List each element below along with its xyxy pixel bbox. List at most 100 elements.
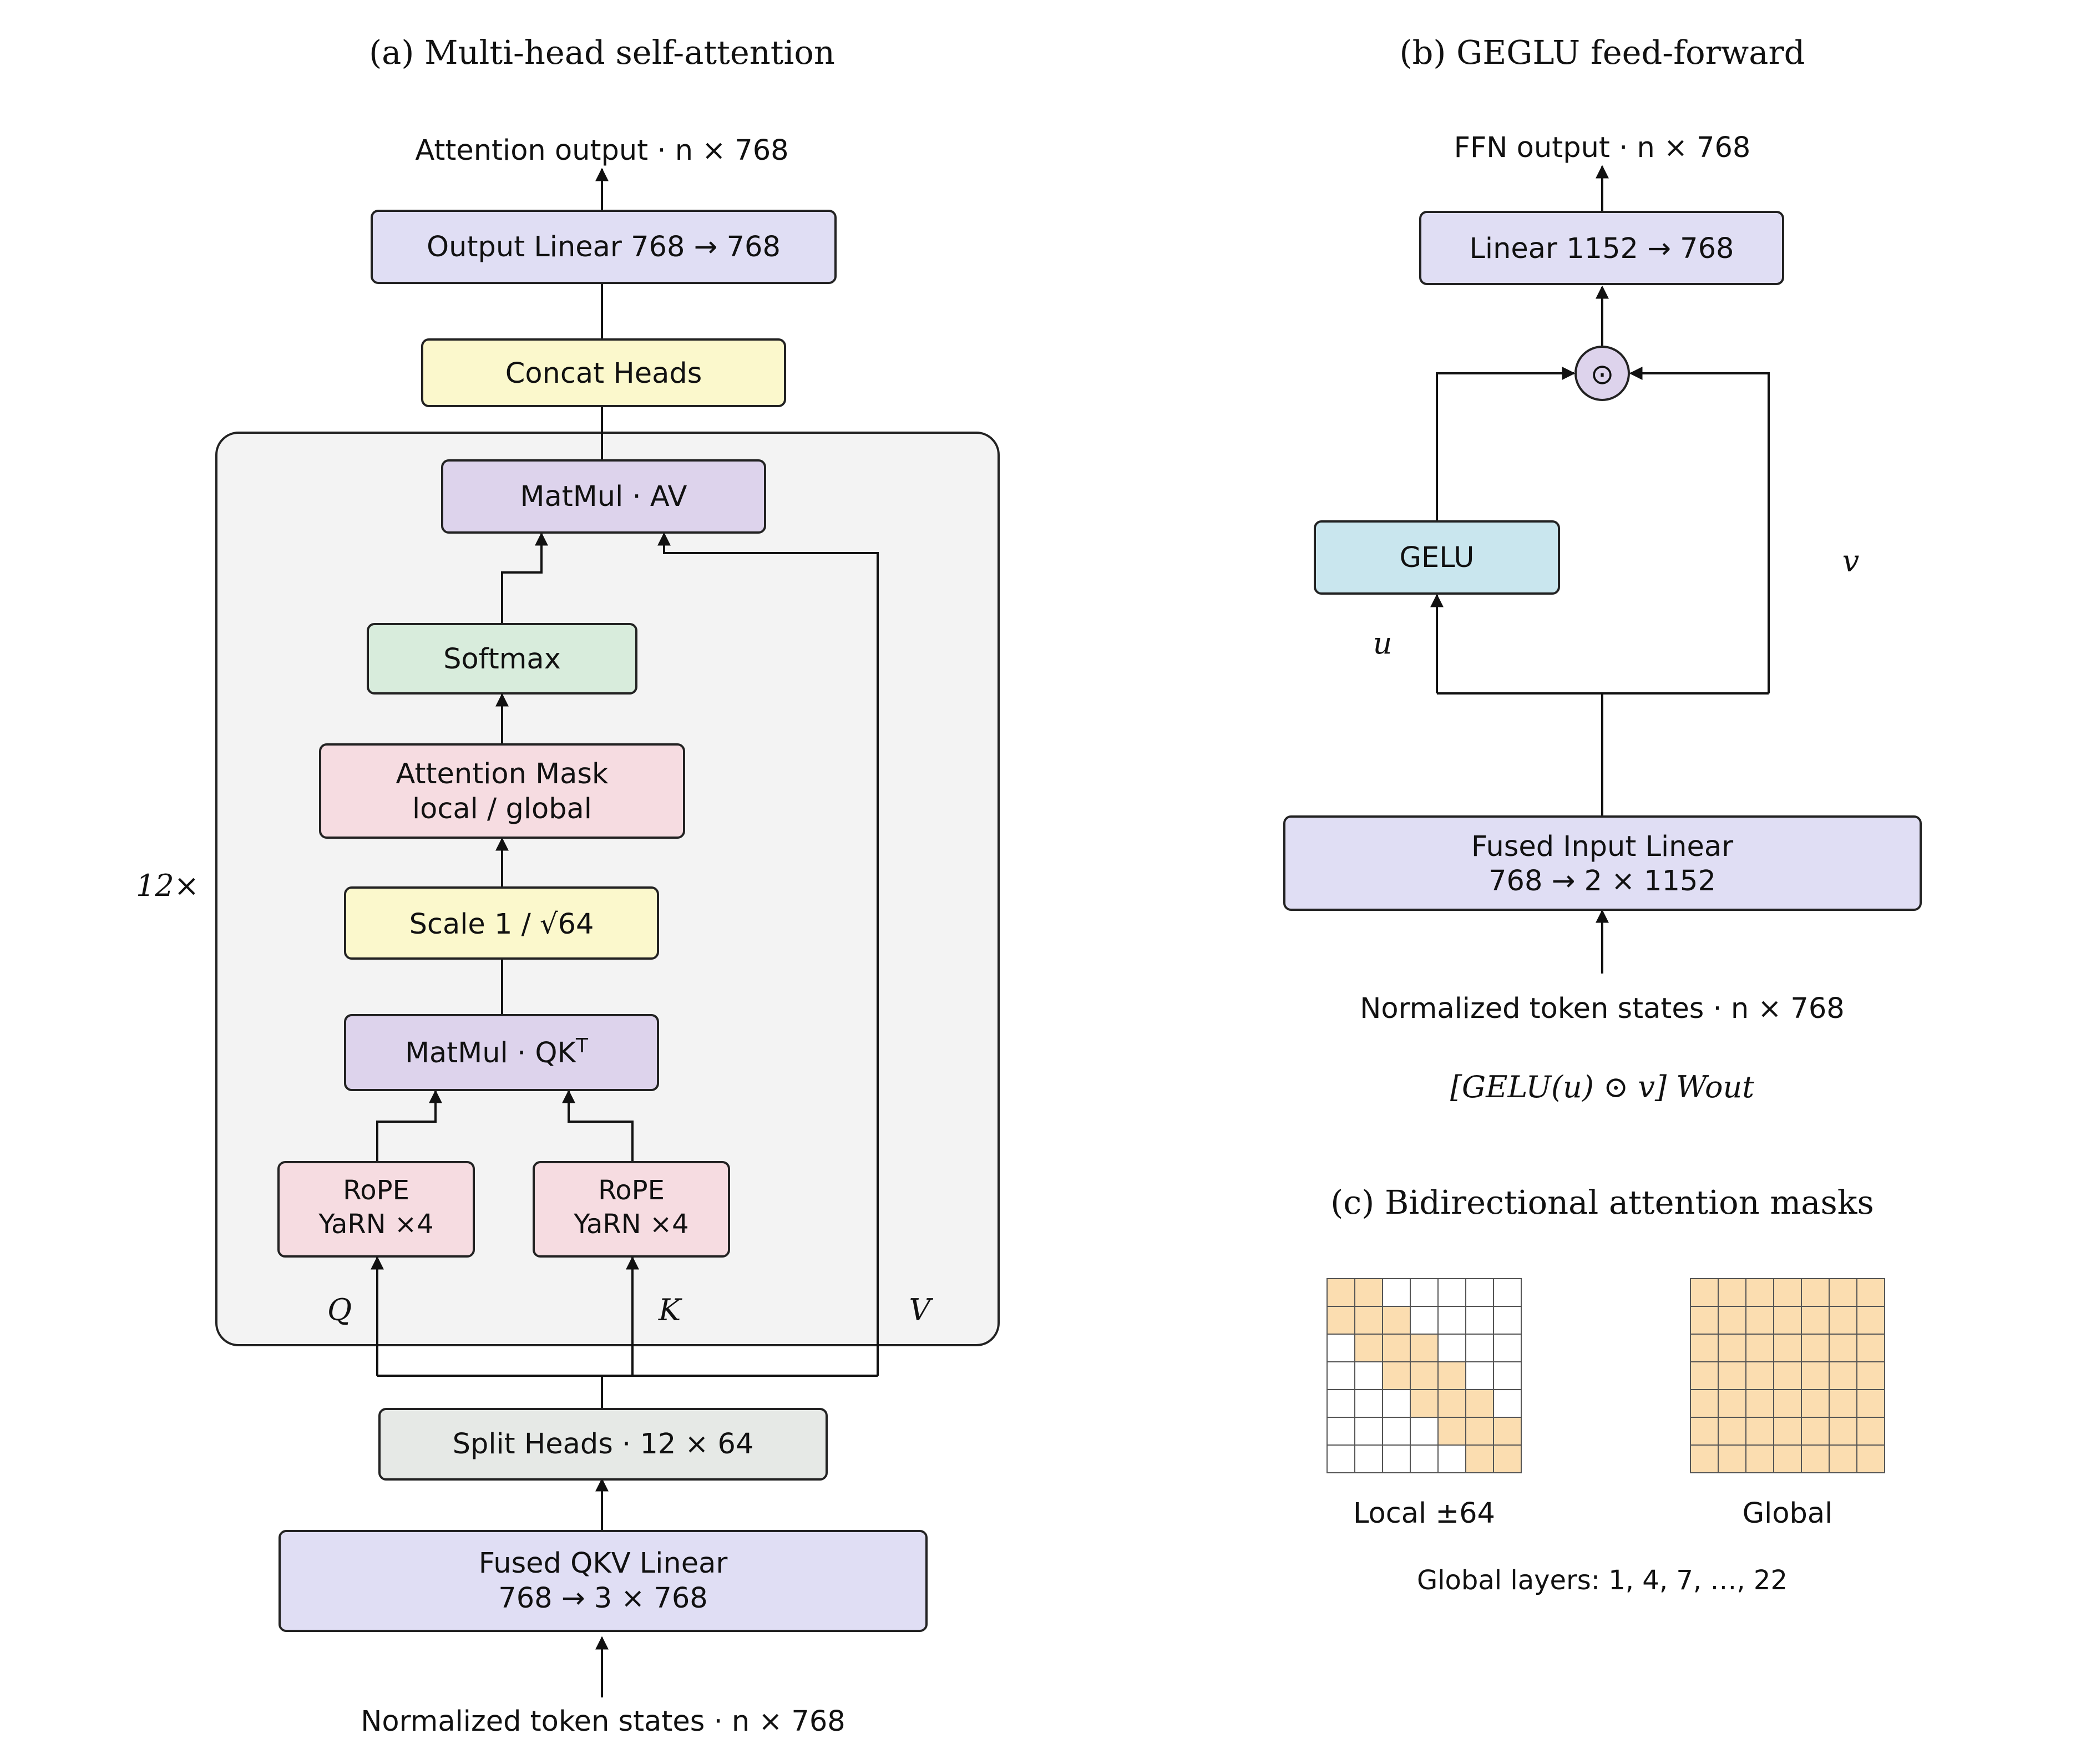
global-mask-grid bbox=[1690, 1278, 1885, 1473]
mask-cell bbox=[1326, 1389, 1355, 1418]
mask-cell bbox=[1745, 1389, 1774, 1418]
mask-cell bbox=[1690, 1444, 1719, 1473]
mask-cell bbox=[1493, 1389, 1522, 1418]
global-layers-note: Global layers: 1, 4, 7, …, 22 bbox=[1417, 1565, 1788, 1596]
split-heads-block: Split Heads · 12 × 64 bbox=[378, 1408, 828, 1481]
rope-q-block: RoPE YaRN ×4 bbox=[277, 1161, 475, 1258]
mask-cell bbox=[1326, 1306, 1355, 1335]
mask-cell bbox=[1773, 1361, 1802, 1390]
matmul-qk-superscript: T bbox=[575, 1035, 589, 1057]
mask-cell bbox=[1773, 1334, 1802, 1362]
mask-cell bbox=[1829, 1389, 1857, 1418]
mask-cell bbox=[1829, 1306, 1857, 1335]
mask-cell bbox=[1437, 1278, 1466, 1307]
v-gate-branch-label: v bbox=[1842, 544, 1860, 579]
gelu-block: GELU bbox=[1314, 520, 1560, 595]
mask-cell bbox=[1493, 1361, 1522, 1390]
attention-input-label: Normalized token states · n × 768 bbox=[361, 1705, 845, 1738]
mask-cell bbox=[1437, 1334, 1466, 1362]
mask-cell bbox=[1382, 1389, 1411, 1418]
mask-cell bbox=[1801, 1361, 1830, 1390]
fused-qkv-block: Fused QKV Linear 768 → 3 × 768 bbox=[279, 1530, 928, 1632]
mask-cell bbox=[1326, 1361, 1355, 1390]
mask-cell bbox=[1382, 1334, 1411, 1362]
fused-qkv-label-line2: 768 → 3 × 768 bbox=[498, 1582, 707, 1615]
svg-text:MatMul · QKT: MatMul · QKT bbox=[405, 1035, 589, 1069]
mask-cell bbox=[1465, 1361, 1494, 1390]
geglu-formula: [GELU(u) ⊙ v] Wout bbox=[1450, 1069, 1754, 1104]
rope-k-block: RoPE YaRN ×4 bbox=[533, 1161, 730, 1258]
mask-cell bbox=[1354, 1306, 1383, 1335]
mask-cell bbox=[1382, 1306, 1411, 1335]
mask-cell bbox=[1465, 1444, 1494, 1473]
mask-cell bbox=[1465, 1334, 1494, 1362]
mask-cell bbox=[1410, 1306, 1439, 1335]
attention-mask-block: Attention Mask local / global bbox=[319, 743, 685, 839]
mask-cell bbox=[1690, 1361, 1719, 1390]
mask-cell bbox=[1465, 1306, 1494, 1335]
k-branch-label: K bbox=[658, 1292, 682, 1327]
ffn-linear-out-label: Linear 1152 → 768 bbox=[1469, 232, 1734, 265]
mask-cell bbox=[1718, 1306, 1746, 1335]
panel-b-connectors bbox=[1430, 165, 1770, 974]
mask-cell bbox=[1856, 1444, 1885, 1473]
mask-cell bbox=[1354, 1389, 1383, 1418]
mask-cell bbox=[1856, 1278, 1885, 1307]
mask-cell bbox=[1801, 1306, 1830, 1335]
mask-cell bbox=[1410, 1361, 1439, 1390]
rope-k-label-line2: YaRN ×4 bbox=[573, 1209, 688, 1240]
mask-cell bbox=[1801, 1417, 1830, 1446]
mask-cell bbox=[1437, 1389, 1466, 1418]
mask-cell bbox=[1718, 1361, 1746, 1390]
softmax-block: Softmax bbox=[367, 623, 637, 695]
mask-cell bbox=[1326, 1444, 1355, 1473]
output-linear-label: Output Linear 768 → 768 bbox=[427, 231, 781, 263]
mask-cell bbox=[1493, 1334, 1522, 1362]
mask-cell bbox=[1829, 1278, 1857, 1307]
mask-cell bbox=[1745, 1306, 1774, 1335]
mask-cell bbox=[1801, 1278, 1830, 1307]
local-mask-grid bbox=[1326, 1278, 1522, 1473]
scale-block: Scale 1 / √64 bbox=[344, 886, 659, 960]
repeat-count-label: 12× bbox=[136, 868, 199, 903]
mask-cell bbox=[1856, 1334, 1885, 1362]
attention-mask-label-line1: Attention Mask bbox=[396, 758, 609, 790]
attention-mask-label-line2: local / global bbox=[412, 793, 592, 825]
mask-cell bbox=[1326, 1334, 1355, 1362]
rope-q-label-line2: YaRN ×4 bbox=[318, 1209, 433, 1240]
mask-cell bbox=[1382, 1361, 1411, 1390]
mask-cell bbox=[1773, 1417, 1802, 1446]
ffn-output-label: FFN output · n × 768 bbox=[1454, 131, 1751, 164]
mask-cell bbox=[1493, 1306, 1522, 1335]
mask-cell bbox=[1745, 1361, 1774, 1390]
mask-cell bbox=[1690, 1278, 1719, 1307]
mask-cell bbox=[1829, 1334, 1857, 1362]
mask-cell bbox=[1856, 1361, 1885, 1390]
mask-cell bbox=[1718, 1417, 1746, 1446]
mask-cell bbox=[1410, 1417, 1439, 1446]
mask-cell bbox=[1690, 1417, 1719, 1446]
mask-cell bbox=[1410, 1444, 1439, 1473]
fused-input-linear-block: Fused Input Linear 768 → 2 × 1152 bbox=[1283, 815, 1922, 911]
softmax-label: Softmax bbox=[443, 643, 561, 676]
mask-cell bbox=[1801, 1444, 1830, 1473]
mask-cell bbox=[1326, 1417, 1355, 1446]
mask-cell bbox=[1718, 1278, 1746, 1307]
mask-cell bbox=[1354, 1361, 1383, 1390]
mask-cell bbox=[1465, 1417, 1494, 1446]
mask-cell bbox=[1690, 1334, 1719, 1362]
mask-cell bbox=[1354, 1444, 1383, 1473]
mask-cell bbox=[1437, 1361, 1466, 1390]
panel-a-title: (a) Multi-head self-attention bbox=[369, 33, 835, 72]
matmul-qk-label: MatMul · QK bbox=[405, 1037, 577, 1069]
matmul-av-label: MatMul · AV bbox=[520, 480, 687, 513]
mask-cell bbox=[1382, 1278, 1411, 1307]
mask-cell bbox=[1745, 1417, 1774, 1446]
mask-cell bbox=[1326, 1278, 1355, 1307]
mask-cell bbox=[1493, 1278, 1522, 1307]
mask-cell bbox=[1354, 1278, 1383, 1307]
mask-cell bbox=[1410, 1278, 1439, 1307]
mask-cell bbox=[1437, 1417, 1466, 1446]
mask-cell bbox=[1829, 1361, 1857, 1390]
